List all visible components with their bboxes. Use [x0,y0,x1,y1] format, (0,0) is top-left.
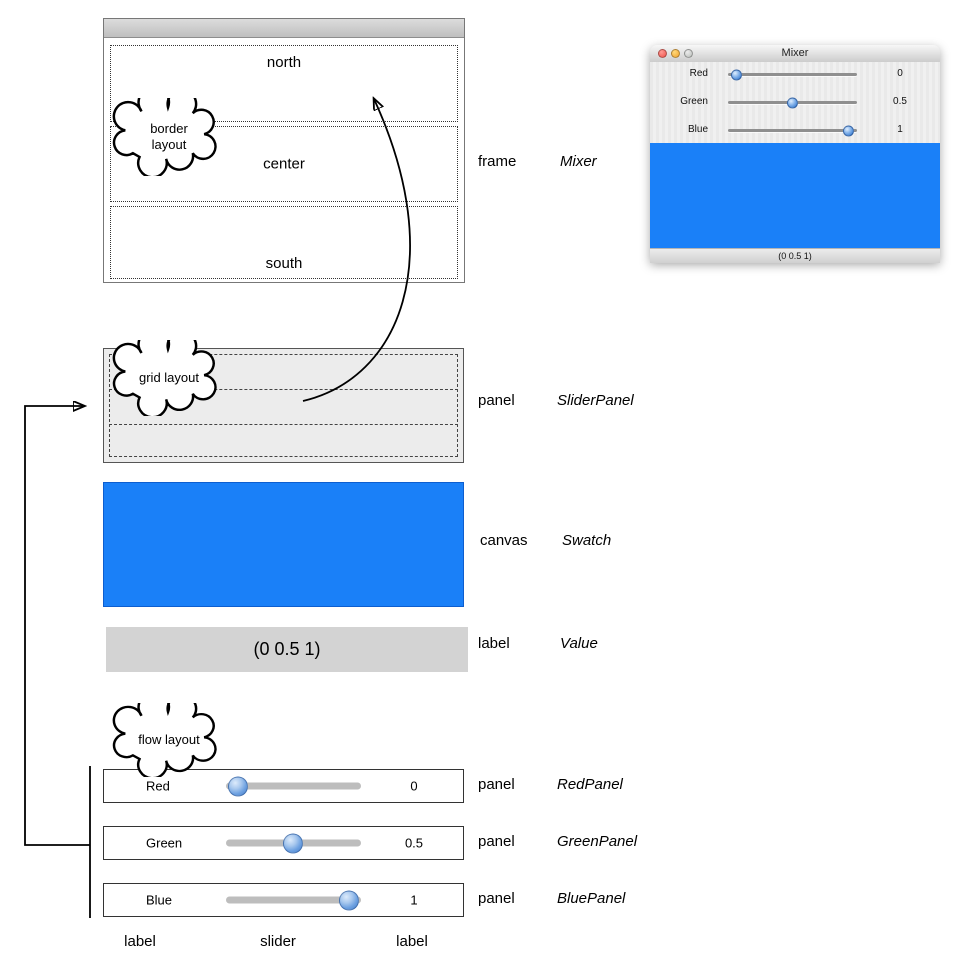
cloud-shape [112,98,217,176]
cloud-shape [112,703,217,777]
center-region: center [110,126,458,202]
border-layout-cloud: border layout [112,98,226,176]
mixer-green-value: 0.5 [893,96,907,107]
north-region-label: north [266,54,302,71]
mixer-window: Mixer Red 0 Green 0.5 Blue [650,45,940,263]
mixer-green-label: Green [680,96,708,107]
frame-annotation-type: frame [478,153,517,170]
mixer-green-slider-thumb[interactable] [787,97,798,108]
zoom-button[interactable] [684,49,693,58]
blue-slider[interactable] [226,890,361,910]
mixer-red-value: 0 [897,68,903,79]
south-region: south [110,206,458,279]
grid-layout-cloud: grid layout [112,340,226,416]
swatch-annotation-type: canvas [480,532,528,549]
swatch-annotation-name: Swatch [562,532,612,549]
mixer-blue-slider-thumb[interactable] [843,125,854,136]
value-annotation-type: label [478,635,510,652]
blue-slider-thumb[interactable] [339,890,359,910]
red-label: Red [146,778,170,794]
sliderpanel-annotation-name: SliderPanel [557,392,634,409]
bluepanel-annotation-name: BluePanel [557,890,626,907]
mixer-red-label: Red [689,68,708,79]
flow-layout-cloud-label: flow layout [138,732,200,748]
blue-panel: Blue 1 [103,883,464,917]
mixer-blue-label: Blue [687,124,708,135]
minimize-button[interactable] [671,49,680,58]
mixer-swatch-canvas [650,143,940,248]
frame-annotation-name: Mixer [560,153,597,170]
bluepanel-annotation-type: panel [478,890,515,907]
caption-slider: slider [260,933,296,950]
close-button[interactable] [658,49,667,58]
mixer-titlebar[interactable]: Mixer [650,45,940,63]
flow-layout-cloud: flow layout [112,703,226,777]
mixer-row-blue: Blue 1 [650,123,940,137]
value-label: (0 0.5 1) [106,627,468,672]
cloud-shape [112,340,217,416]
mixer-red-slider[interactable] [728,69,857,80]
red-slider-thumb[interactable] [228,776,248,796]
caption-label-left: label [124,933,156,950]
mixer-blue-value: 1 [897,124,903,135]
mixer-row-red: Red 0 [650,67,940,81]
mixer-value-label: (0 0.5 1) [650,248,940,263]
value-annotation-name: Value [560,635,598,652]
mixer-row-green: Green 0.5 [650,95,940,109]
redpanel-annotation-name: RedPanel [557,776,623,793]
grid-outline [109,354,458,457]
south-region-label: south [265,255,303,272]
window-title: Mixer [781,47,809,59]
grid-layout-cloud-label: grid layout [139,370,199,386]
center-region-label: center [263,155,305,173]
greenpanel-annotation-type: panel [478,833,515,850]
sliderpanel-annotation-type: panel [478,392,515,409]
mixer-red-slider-thumb[interactable] [731,69,742,80]
red-slider[interactable] [226,776,361,796]
blue-label: Blue [146,892,173,908]
green-panel: Green 0.5 [103,826,464,860]
frame-titlebar [104,19,464,38]
swatch-canvas [103,482,464,607]
mixer-green-slider[interactable] [728,97,857,108]
mixer-blue-slider[interactable] [728,125,857,136]
green-value-label: 0.5 [404,835,424,851]
greenpanel-annotation-name: GreenPanel [557,833,638,850]
mixer-slider-area: Red 0 Green 0.5 Blue 1 [650,62,940,143]
green-slider-thumb[interactable] [283,833,303,853]
green-label: Green [146,835,183,851]
border-layout-cloud-label: border layout [150,121,188,152]
redpanel-annotation-type: panel [478,776,515,793]
red-value-label: 0 [410,778,418,794]
north-region: north [110,45,458,122]
grid-row-divider [109,389,458,390]
green-slider[interactable] [226,833,361,853]
caption-label-right: label [396,933,428,950]
bracket-to-panel-arrow [24,406,90,846]
blue-value-label: 1 [410,892,418,908]
grid-row-divider [109,424,458,425]
